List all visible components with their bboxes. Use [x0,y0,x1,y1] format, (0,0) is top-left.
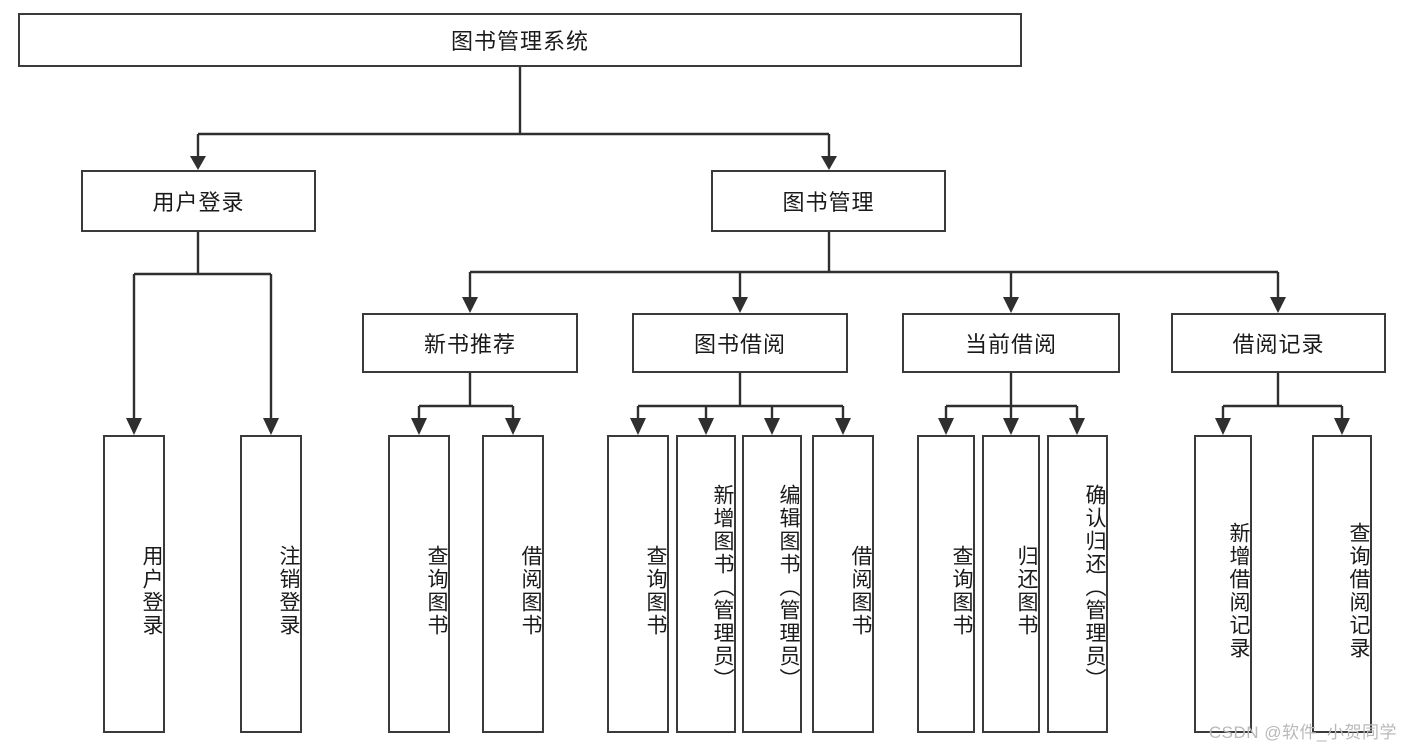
node-leaf-add-record-label: 新增借阅记录 [1227,522,1250,660]
node-leaf-query-book-2[interactable]: 查询图书 [607,435,669,733]
node-borrow-record[interactable]: 借阅记录 [1171,313,1386,373]
node-leaf-query-book-3-label: 查询图书 [950,545,973,637]
node-leaf-query-record-label: 查询借阅记录 [1347,522,1370,660]
node-book-borrow-label: 图书借阅 [693,332,786,357]
arrowhead-leaf-return-book [1003,418,1019,435]
node-leaf-add-book[interactable]: 新增图书（管理员） [676,435,736,733]
arrowhead-book-management [821,156,837,170]
node-new-book-recommend-label: 新书推荐 [423,332,516,357]
node-root-label: 图书管理系统 [450,29,589,54]
node-leaf-add-record[interactable]: 新增借阅记录 [1194,435,1252,733]
arrowhead-leaf-query-record [1334,418,1350,435]
node-leaf-return-book[interactable]: 归还图书 [982,435,1040,733]
node-leaf-return-book-label: 归还图书 [1015,545,1038,637]
node-user-login[interactable]: 用户登录 [81,170,316,232]
node-book-management-label: 图书管理 [782,190,875,215]
node-leaf-confirm-return[interactable]: 确认归还（管理员） [1047,435,1108,733]
arrowhead-leaf-confirm-return [1069,418,1085,435]
node-current-borrow-label: 当前借阅 [964,332,1057,357]
arrowhead-leaf-borrow-book-2 [835,418,851,435]
node-root[interactable]: 图书管理系统 [18,13,1022,67]
arrowhead-borrow-record [1270,297,1286,313]
node-book-management[interactable]: 图书管理 [711,170,946,232]
node-leaf-query-book-1-label: 查询图书 [425,545,448,637]
node-leaf-borrow-book-1-label: 借阅图书 [519,545,542,637]
node-leaf-logout-login[interactable]: 注销登录 [240,435,302,733]
arrowhead-leaf-query-book-2 [630,418,646,435]
node-leaf-query-book-2-label: 查询图书 [644,545,667,637]
arrowhead-leaf-edit-book [764,418,780,435]
node-new-book-recommend[interactable]: 新书推荐 [362,313,578,373]
node-current-borrow[interactable]: 当前借阅 [902,313,1120,373]
node-leaf-confirm-return-label: 确认归还（管理员） [1083,483,1106,691]
arrowhead-leaf-add-record [1215,418,1231,435]
node-borrow-record-label: 借阅记录 [1232,332,1325,357]
node-leaf-query-book-1[interactable]: 查询图书 [388,435,450,733]
node-leaf-query-record[interactable]: 查询借阅记录 [1312,435,1372,733]
node-leaf-borrow-book-1[interactable]: 借阅图书 [482,435,544,733]
node-book-borrow[interactable]: 图书借阅 [632,313,848,373]
node-user-login-label: 用户登录 [152,190,245,215]
arrowhead-new-book-recommend [462,297,478,313]
arrowhead-leaf-logout-login [263,418,279,435]
arrowhead-leaf-user-login [126,418,142,435]
node-leaf-edit-book[interactable]: 编辑图书（管理员） [742,435,802,733]
arrowhead-leaf-add-book [698,418,714,435]
node-leaf-edit-book-label: 编辑图书（管理员） [777,483,800,691]
node-leaf-user-login[interactable]: 用户登录 [103,435,165,733]
node-leaf-user-login-label: 用户登录 [140,545,163,637]
node-leaf-add-book-label: 新增图书（管理员） [711,483,734,691]
node-leaf-borrow-book-2-label: 借阅图书 [849,545,872,637]
watermark: CSDN @软件_小贺同学 [1208,723,1397,742]
arrowhead-leaf-query-book-1 [411,418,427,435]
node-leaf-query-book-3[interactable]: 查询图书 [917,435,975,733]
arrowhead-book-borrow [732,297,748,313]
arrowhead-user-login [190,156,206,170]
arrowhead-current-borrow [1003,297,1019,313]
arrowhead-leaf-borrow-book-1 [505,418,521,435]
node-leaf-logout-login-label: 注销登录 [277,545,300,637]
node-leaf-borrow-book-2[interactable]: 借阅图书 [812,435,874,733]
arrowhead-leaf-query-book-3 [938,418,954,435]
